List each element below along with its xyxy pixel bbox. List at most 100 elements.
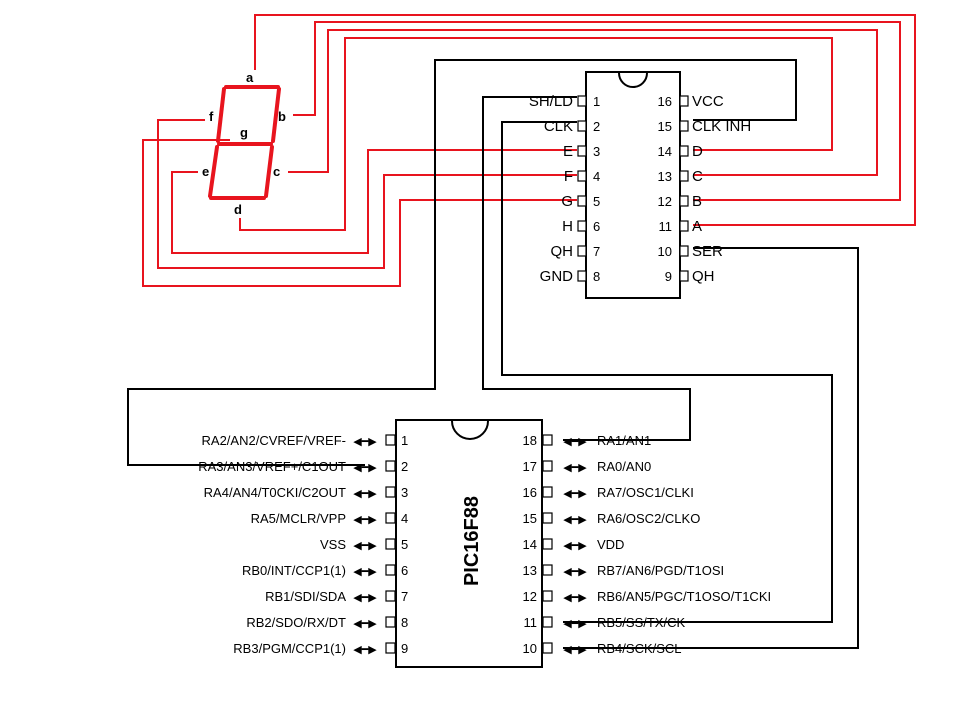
sr-pin-box — [577, 245, 587, 257]
wire-e — [171, 149, 577, 254]
pic-pin-label: RB1/SDI/SDA — [265, 589, 346, 604]
pic-pin-number: 18 — [523, 433, 537, 448]
segment-label-b: b — [278, 109, 286, 124]
segment-label-g: g — [240, 125, 248, 140]
sr-pin-label: C — [692, 168, 703, 185]
sr-pin-label: A — [692, 218, 702, 235]
pic-pin-number: 13 — [523, 563, 537, 578]
sr-pin-box — [577, 220, 587, 232]
pic-pin-number: 9 — [401, 641, 408, 656]
sr-pin-box — [679, 220, 689, 232]
sr-pin-box — [679, 120, 689, 132]
sr-pin-number: 5 — [593, 194, 600, 209]
pic-pin-label: VDD — [597, 537, 624, 552]
pic-io-arrow-icon: ◀━▶ — [563, 617, 587, 630]
sr-pin-number: 15 — [658, 119, 672, 134]
pic-io-arrow-icon: ◀━▶ — [563, 487, 587, 500]
segment-f — [216, 87, 226, 143]
sr-pin-label: VCC — [692, 93, 724, 110]
pic-pin-box — [385, 512, 396, 524]
sr-pin-number: 1 — [593, 94, 600, 109]
sr-pin-label: E — [563, 143, 573, 160]
sr-pin-number: 8 — [593, 269, 600, 284]
segment-label-e: e — [202, 164, 209, 179]
segment-label-f: f — [209, 109, 214, 124]
sr-pin-number: 6 — [593, 219, 600, 234]
pic-pin-box — [542, 486, 553, 498]
pic-pin-label: RB3/PGM/CCP1(1) — [233, 641, 346, 656]
pic-pin-box — [542, 512, 553, 524]
pic-io-arrow-icon: ◀━▶ — [563, 591, 587, 604]
pic-pin-box — [385, 564, 396, 576]
sr-pin-box — [577, 145, 587, 157]
sr-pin-label: GND — [540, 268, 574, 285]
pic-pin-box — [542, 434, 553, 446]
pic-pin-box — [542, 590, 553, 602]
pic-pin-box — [542, 538, 553, 550]
pic-pin-label: RA5/MCLR/VPP — [251, 511, 346, 526]
sr-pin-box — [679, 270, 689, 282]
pic-pin-number: 1 — [401, 433, 408, 448]
pic-pin-box — [385, 616, 396, 628]
sr-pin-number: 3 — [593, 144, 600, 159]
sr-pin-number: 7 — [593, 244, 600, 259]
sr-pin-box — [679, 95, 689, 107]
pic-pin-label: RA3/AN3/VREF+/C1OUT — [198, 459, 346, 474]
sr-pin-number: 10 — [658, 244, 672, 259]
pic-io-arrow-icon: ◀━▶ — [353, 513, 377, 526]
pic-io-arrow-icon: ◀━▶ — [563, 539, 587, 552]
segment-label-c: c — [273, 164, 280, 179]
pic-pin-number: 2 — [401, 459, 408, 474]
sr-pin-label: QH — [551, 243, 574, 260]
sr-pin-box — [577, 195, 587, 207]
sr-pin-box — [577, 170, 587, 182]
pic-pin-label: RA1/AN1 — [597, 433, 651, 448]
pic-pin-box — [385, 460, 396, 472]
pic-pin-number: 6 — [401, 563, 408, 578]
pic-pin-number: 16 — [523, 485, 537, 500]
sr-pin-box — [577, 95, 587, 107]
wire-c — [288, 29, 878, 176]
pic-io-arrow-icon: ◀━▶ — [563, 435, 587, 448]
segment-wires — [142, 14, 916, 287]
pic-pin-number: 3 — [401, 485, 408, 500]
seven-segment-display: a b c d e f g — [202, 70, 286, 217]
sr-pin-number: 2 — [593, 119, 600, 134]
pic-io-arrow-icon: ◀━▶ — [353, 591, 377, 604]
pic-pin-label: RB0/INT/CCP1(1) — [242, 563, 346, 578]
pic-pin-label: VSS — [320, 537, 346, 552]
pic-pin-number: 8 — [401, 615, 408, 630]
pic-io-arrow-icon: ◀━▶ — [353, 461, 377, 474]
shift-register-body — [585, 71, 681, 299]
pic-pin-box — [542, 642, 553, 654]
pic-pin-box — [385, 486, 396, 498]
pic-pin-box — [385, 538, 396, 550]
sr-pin-box — [679, 245, 689, 257]
sr-pin-number: 11 — [659, 219, 673, 234]
segment-e — [208, 145, 219, 198]
pic-pin-number: 14 — [523, 537, 537, 552]
sr-pin-box — [679, 195, 689, 207]
sr-pin-number: 16 — [658, 94, 672, 109]
pic-io-arrow-icon: ◀━▶ — [563, 565, 587, 578]
pic-io-arrow-icon: ◀━▶ — [353, 617, 377, 630]
shift-register-notch — [618, 72, 648, 88]
pic-pin-box — [385, 590, 396, 602]
control-wires — [127, 59, 859, 649]
sr-pin-label: SH/LD — [529, 93, 573, 110]
sr-pin-label: F — [564, 168, 573, 185]
wire-d — [239, 37, 833, 231]
wire-b — [293, 21, 901, 201]
sr-pin-label: CLK — [544, 118, 573, 135]
sr-pin-box — [577, 270, 587, 282]
pic-pin-number: 5 — [401, 537, 408, 552]
sr-pin-box — [679, 170, 689, 182]
sr-pin-label: QH — [692, 268, 715, 285]
sr-pin-label: D — [692, 143, 703, 160]
pic-pin-number: 11 — [524, 615, 538, 630]
pic-pin-label: RB6/AN5/PGC/T1OSO/T1CKI — [597, 589, 771, 604]
pic-io-arrow-icon: ◀━▶ — [353, 643, 377, 656]
sr-pin-label: CLK INH — [692, 118, 751, 135]
